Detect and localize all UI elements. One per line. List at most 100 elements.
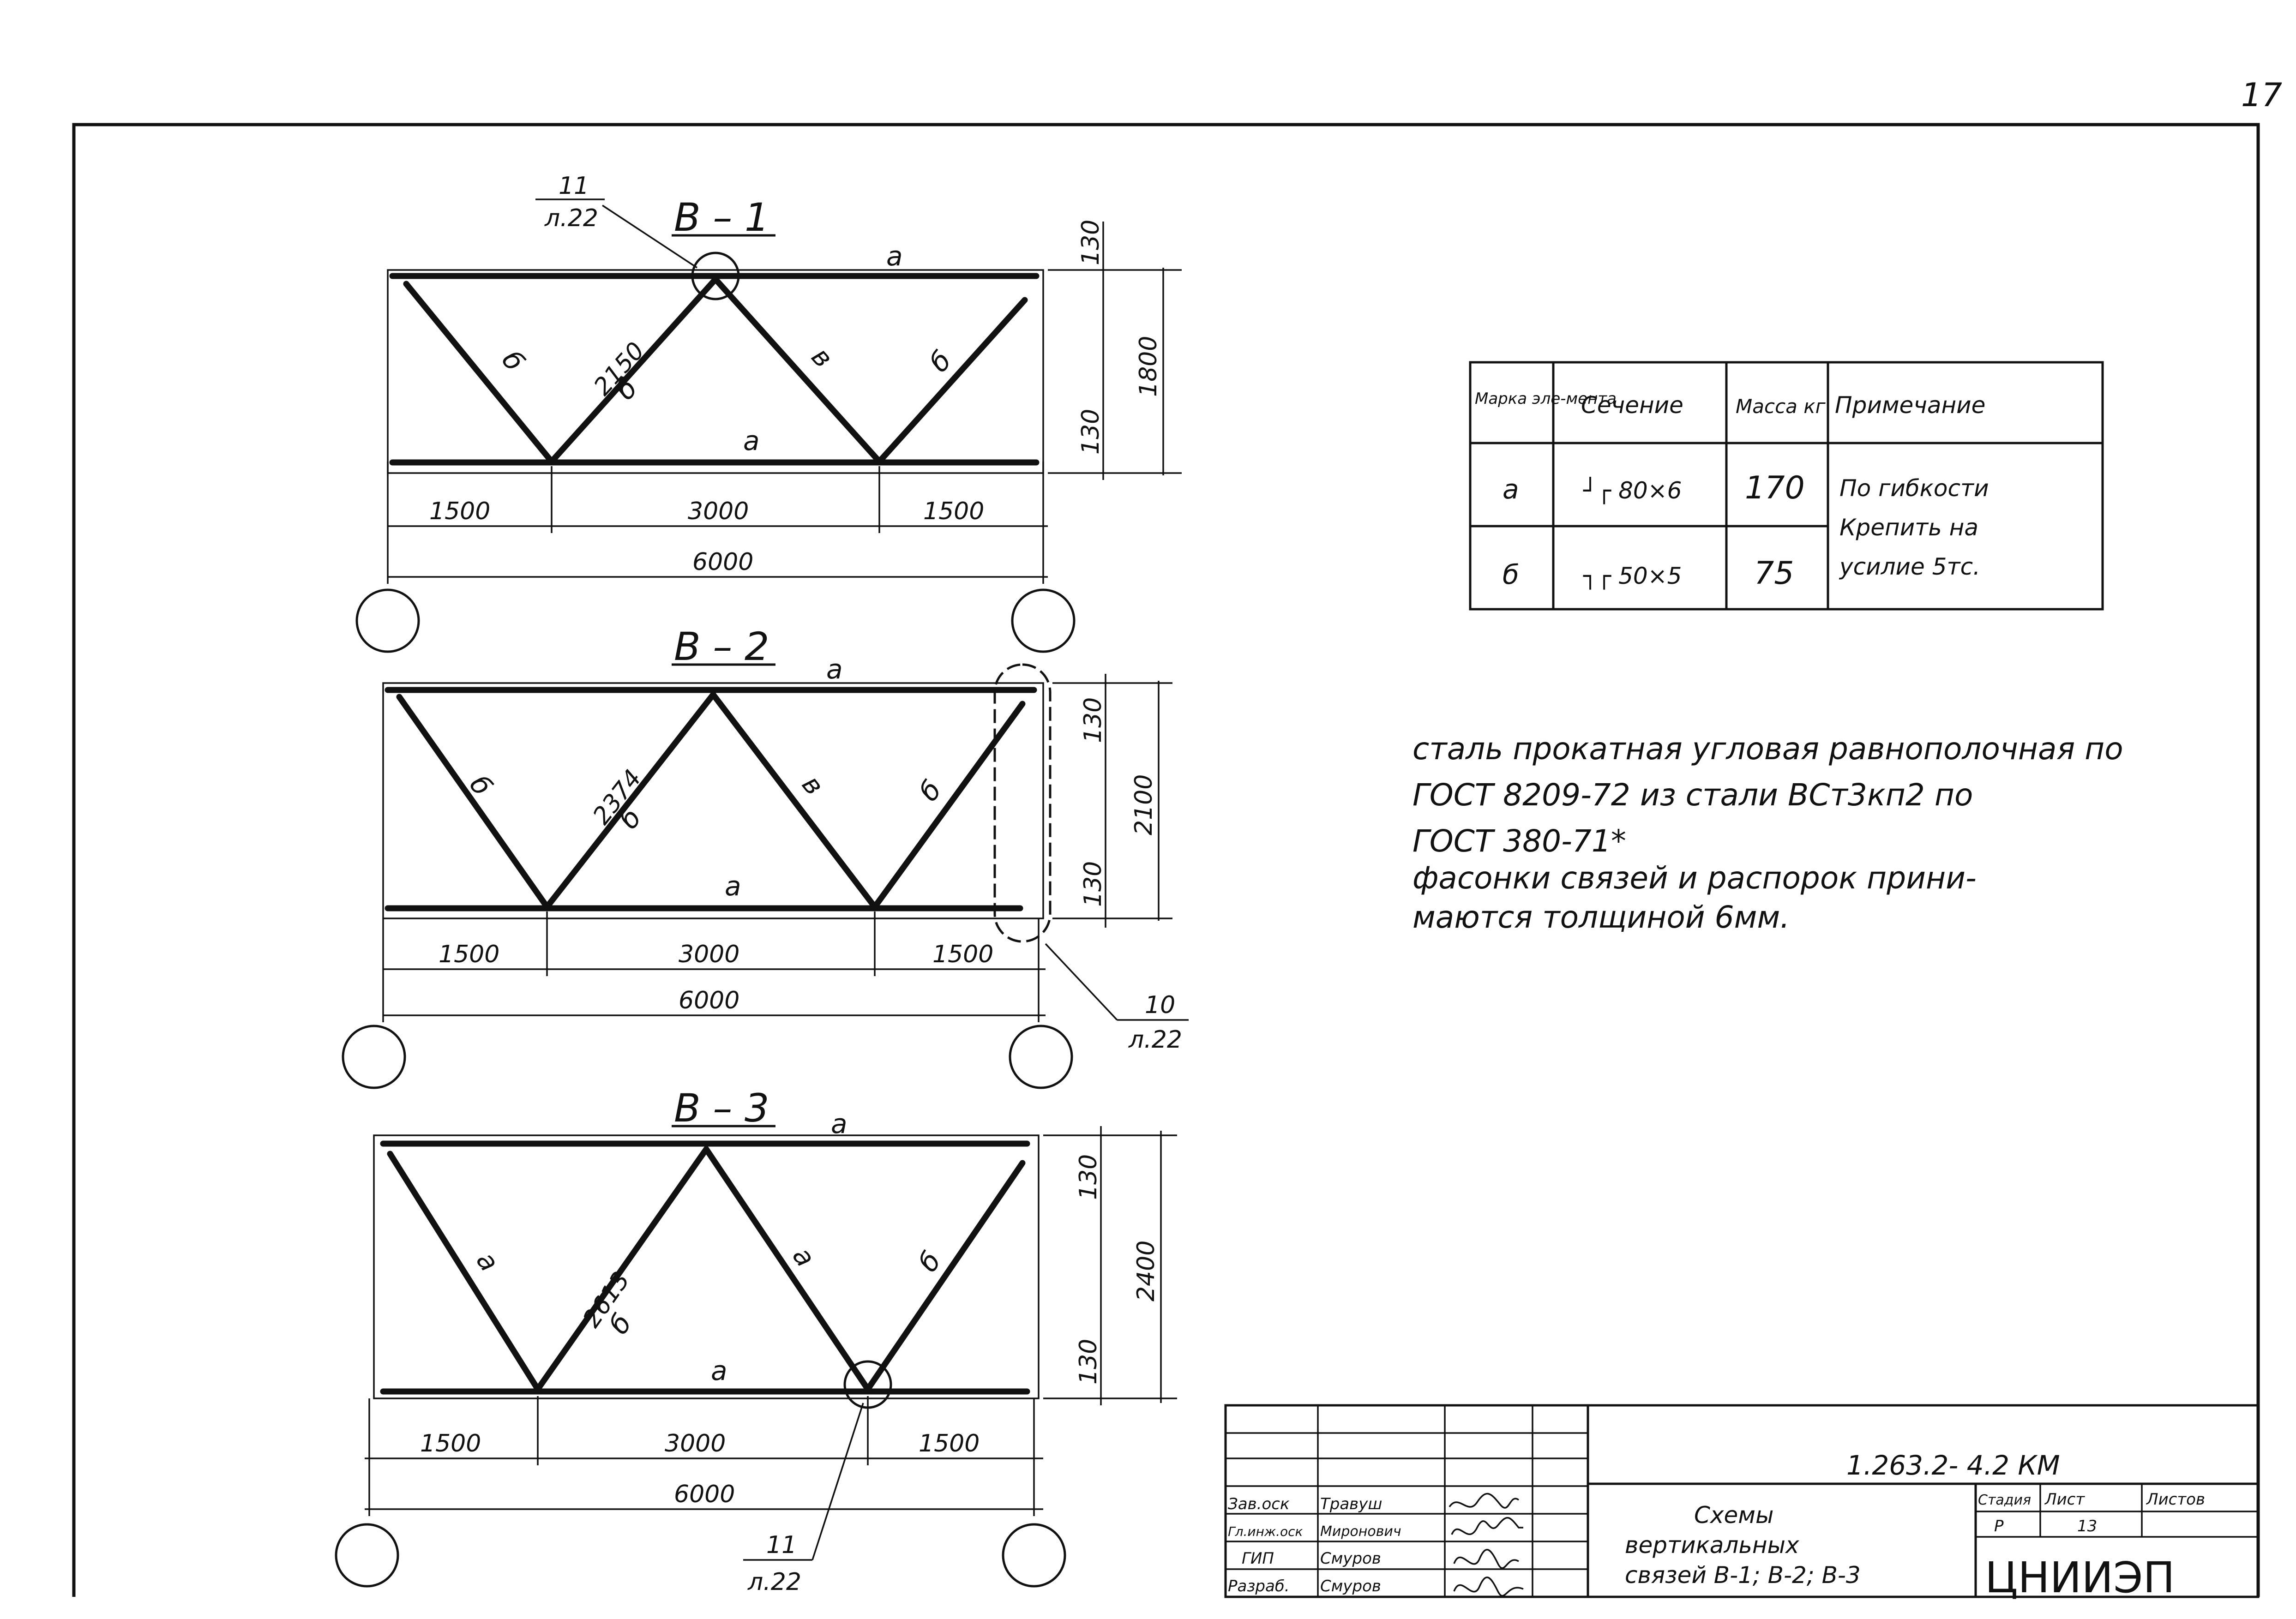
role-4: Разраб. — [1228, 1577, 1290, 1595]
axis-bubble — [1011, 588, 1076, 653]
diagonal-label-4: б — [912, 1246, 947, 1277]
role-2: Гл.инж.оск — [1228, 1524, 1303, 1539]
total-dim: 6000 — [674, 1481, 735, 1508]
detail-region — [993, 663, 1052, 943]
row-mass: 170 — [1745, 470, 1805, 506]
role-1: Зав.оск — [1228, 1495, 1290, 1513]
offset-top-dim: 130 — [1075, 1154, 1102, 1200]
name-3: Смуров — [1320, 1549, 1381, 1568]
note-line-3: ГОСТ 380-71* — [1412, 823, 1626, 859]
title-line-2: вертикальных — [1625, 1532, 1799, 1559]
span-dim-3: 1500 — [919, 1430, 980, 1457]
title-block: Зав.оск Травуш Гл.инж.оск Миронович ГИП … — [1224, 1404, 2260, 1602]
diagonal-4 — [865, 1160, 1026, 1392]
general-notes: сталь прокатная угловая равнополочная по… — [1412, 731, 2123, 935]
offset-bottom-dim: 130 — [1075, 1339, 1102, 1385]
callout-number: 11 — [766, 1531, 797, 1559]
callout-sheet: л.22 — [544, 204, 598, 232]
sheet-frame — [72, 123, 2260, 1597]
row-section: ┐┌ 50×5 — [1583, 563, 1682, 590]
header-mass: Масса кг — [1736, 395, 1826, 418]
spec-table: Марка эле-мента Сечение Масса кг Примеча… — [1469, 361, 2104, 611]
table-border — [1469, 361, 2104, 611]
diagonal-4 — [876, 297, 1028, 465]
callout-sheet: л.22 — [1128, 1026, 1182, 1054]
axis-bubble — [1009, 1025, 1073, 1089]
bottom-chord-label: а — [725, 870, 741, 902]
offset-top-dim: 130 — [1077, 220, 1105, 265]
total-dim: 6000 — [692, 548, 753, 576]
callout-leader — [1045, 943, 1118, 1021]
diagonal-1 — [403, 281, 555, 465]
stage-label: Стадия — [1978, 1492, 2031, 1508]
signature — [1449, 1493, 1520, 1509]
diagonal-3 — [703, 1146, 871, 1392]
diagonal-label-3: а — [787, 1241, 822, 1272]
sheet-label: Лист — [2044, 1490, 2085, 1509]
callout-leader — [602, 204, 697, 269]
scheme-title: В – 1 — [674, 195, 769, 240]
header-note: Примечание — [1835, 392, 1985, 419]
diagonal-4 — [872, 701, 1026, 910]
sheets-label: Листов — [2146, 1490, 2205, 1509]
diagonal-2 — [535, 1146, 709, 1392]
signature — [1453, 1549, 1519, 1569]
callout-sheet: л.22 — [747, 1568, 801, 1596]
sheet-number: 17 — [2241, 76, 2282, 114]
note-line-3: усилие 5тс. — [1839, 553, 1980, 580]
name-4: Смуров — [1320, 1577, 1381, 1595]
axis-bubble — [355, 588, 420, 653]
organization: ЦНИИЭП — [1985, 1553, 2175, 1602]
offset-top-dim: 130 — [1079, 697, 1107, 743]
diagonal-label-1: а — [470, 1246, 505, 1277]
offset-bottom-dim: 130 — [1077, 409, 1105, 455]
span-dim-2: 3000 — [679, 941, 739, 968]
bay-outline — [387, 269, 1044, 474]
document-code: 1.263.2- 4.2 КМ — [1846, 1450, 2060, 1481]
scheme-b1: В – 1 а а б б в б 2150 11 л.22 1500 3000 — [355, 172, 1182, 653]
row-mark: б — [1503, 559, 1519, 590]
bay-outline — [373, 1134, 1040, 1399]
name-2: Миронович — [1320, 1523, 1401, 1540]
title-line-3: связей В-1; В-2; В-3 — [1625, 1562, 1861, 1589]
axis-bubble — [1002, 1523, 1066, 1588]
diagonal-label-1: б — [496, 345, 531, 377]
role-3: ГИП — [1242, 1549, 1274, 1568]
diagonal-label-3: в — [796, 769, 830, 801]
diagonal-3 — [712, 276, 883, 465]
bottom-chord-label: а — [711, 1355, 727, 1386]
signature — [1453, 1577, 1524, 1597]
axis-bubble — [335, 1523, 399, 1588]
note-line-1: По гибкости — [1839, 475, 1989, 502]
scheme-b2: В – 2 а а б б в б 2374 10 л.22 1500 3000… — [342, 624, 1189, 1089]
span-dim-3: 1500 — [923, 498, 984, 525]
bottom-chord-label: а — [743, 425, 760, 456]
total-dim: 6000 — [679, 987, 739, 1014]
diagonal-1 — [396, 694, 550, 910]
top-chord-label: а — [886, 240, 903, 272]
scheme-b3: В – 3 а а а б а б 2613 11 л.22 1500 3000… — [335, 1085, 1177, 1596]
row-mark: а — [1503, 474, 1519, 505]
span-dim-2: 3000 — [665, 1430, 726, 1457]
span-dim-1: 1500 — [420, 1430, 481, 1457]
axis-bubble — [342, 1025, 406, 1089]
note-line-5: маются толщиной 6мм. — [1412, 899, 1790, 935]
scheme-title: В – 3 — [674, 1085, 769, 1131]
note-line-4: фасонки связей и распорок прини- — [1412, 860, 1977, 896]
diagonal-label-4: б — [923, 345, 957, 378]
note-line-2: ГОСТ 8209-72 из стали ВСт3кп2 по — [1412, 777, 1973, 813]
top-chord-label: а — [831, 1108, 847, 1139]
height-dim: 2100 — [1130, 774, 1158, 835]
height-dim: 1800 — [1135, 336, 1162, 397]
diagonal-2 — [548, 276, 719, 465]
offset-bottom-dim: 130 — [1079, 861, 1107, 907]
row-mass: 75 — [1754, 555, 1794, 592]
sheet-value: 13 — [2077, 1517, 2097, 1535]
title-line-1: Схемы — [1694, 1502, 1773, 1529]
note-line-2: Крепить на — [1839, 514, 1978, 541]
scheme-title: В – 2 — [674, 624, 769, 669]
span-dim-1: 1500 — [439, 941, 499, 968]
span-dim-2: 3000 — [688, 498, 749, 525]
header-mark: Марка эле-мента — [1475, 390, 1617, 408]
